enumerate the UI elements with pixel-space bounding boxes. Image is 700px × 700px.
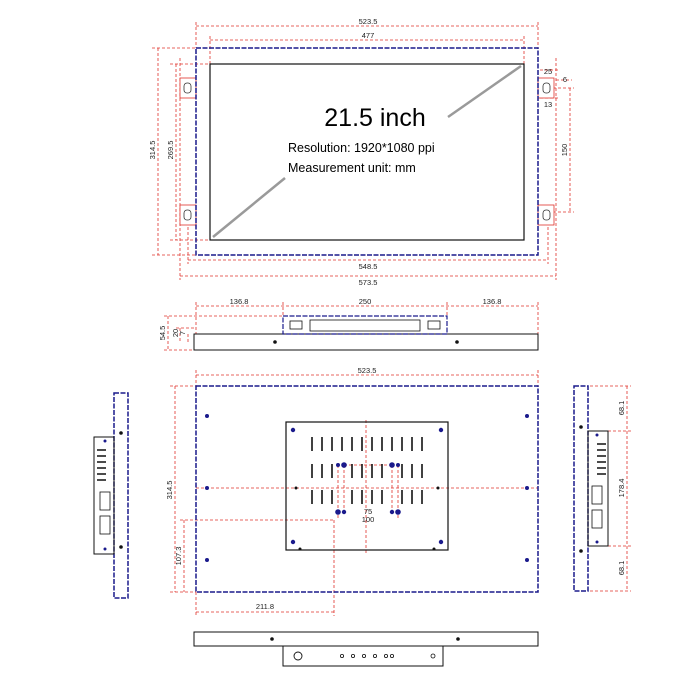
dim-outer-width: 523.5 xyxy=(359,17,378,26)
rear-body xyxy=(195,385,539,593)
bracket-top-right xyxy=(537,77,555,99)
bottom-view xyxy=(193,631,539,667)
unit-label: Measurement unit: mm xyxy=(288,161,416,175)
top-body xyxy=(193,333,539,351)
screen-glare-lower xyxy=(212,177,286,238)
dim-bracket-hole: 6 xyxy=(563,75,567,84)
right-side-view: 68.1 178.4 68.1 xyxy=(573,385,631,592)
top-connector-left xyxy=(289,320,303,330)
dim-screen-width: 477 xyxy=(362,31,375,40)
dim-top-small-b: 20 xyxy=(171,329,180,337)
dim-screen-height: 269.5 xyxy=(166,141,175,160)
top-view: 136.8 250 136.8 54.5 7 20 xyxy=(158,297,539,351)
dim-top-depth: 54.5 xyxy=(158,326,167,341)
dim-top-center: 250 xyxy=(359,297,372,306)
dim-rear-offset-x: 211.8 xyxy=(256,602,274,611)
front-bezel xyxy=(195,47,539,256)
dim-rear-height: 314.5 xyxy=(165,481,174,500)
dim-hole-span-y: 150 xyxy=(560,144,569,157)
bracket-bottom-right xyxy=(537,204,555,226)
screen-glare-upper xyxy=(447,64,522,119)
bottom-body xyxy=(193,631,539,647)
screen-area xyxy=(209,63,525,241)
resolution-label: Resolution: 1920*1080 ppi xyxy=(288,141,435,155)
top-window xyxy=(309,319,421,332)
dim-top-small-a: 7 xyxy=(178,331,187,335)
dim-bracket-height: 13 xyxy=(544,100,552,109)
right-side-body xyxy=(573,385,589,592)
dim-vesa-inner: 75 xyxy=(364,507,372,516)
dim-hole-span-x: 548.5 xyxy=(359,262,378,271)
rear-view: 523.5 314.5 75 100 107.3 211.8 xyxy=(165,366,539,616)
front-mounting-brackets xyxy=(179,77,555,226)
dim-top-right: 136.8 xyxy=(483,297,502,306)
dim-right-middle: 178.4 xyxy=(617,479,626,498)
rear-vents xyxy=(311,437,423,504)
dim-bracket-width: 25 xyxy=(544,67,552,76)
top-connector-right xyxy=(427,320,441,330)
dim-right-top: 68.1 xyxy=(617,401,626,416)
rear-back-plate xyxy=(285,421,449,551)
dim-total-width: 573.5 xyxy=(359,278,378,287)
dim-outer-height: 314.5 xyxy=(148,141,157,160)
front-view: 21.5 inch Resolution: 1920*1080 ppi Meas… xyxy=(148,17,574,287)
left-side-view xyxy=(93,392,129,599)
dim-vesa-outer: 100 xyxy=(362,515,375,524)
bracket-bottom-left xyxy=(179,204,197,226)
dim-rear-offset-y: 107.3 xyxy=(174,547,183,566)
front-dimension-lines xyxy=(152,22,574,280)
dim-right-bottom: 68.1 xyxy=(617,561,626,576)
left-side-body xyxy=(113,392,129,599)
bracket-top-left xyxy=(179,77,197,99)
top-back-plate xyxy=(282,315,448,335)
dim-rear-width: 523.5 xyxy=(358,366,377,375)
size-title: 21.5 inch xyxy=(324,104,425,132)
dim-top-left: 136.8 xyxy=(230,297,249,306)
bottom-plate xyxy=(282,645,444,667)
left-side-plate xyxy=(93,436,115,555)
right-side-plate xyxy=(587,430,609,547)
